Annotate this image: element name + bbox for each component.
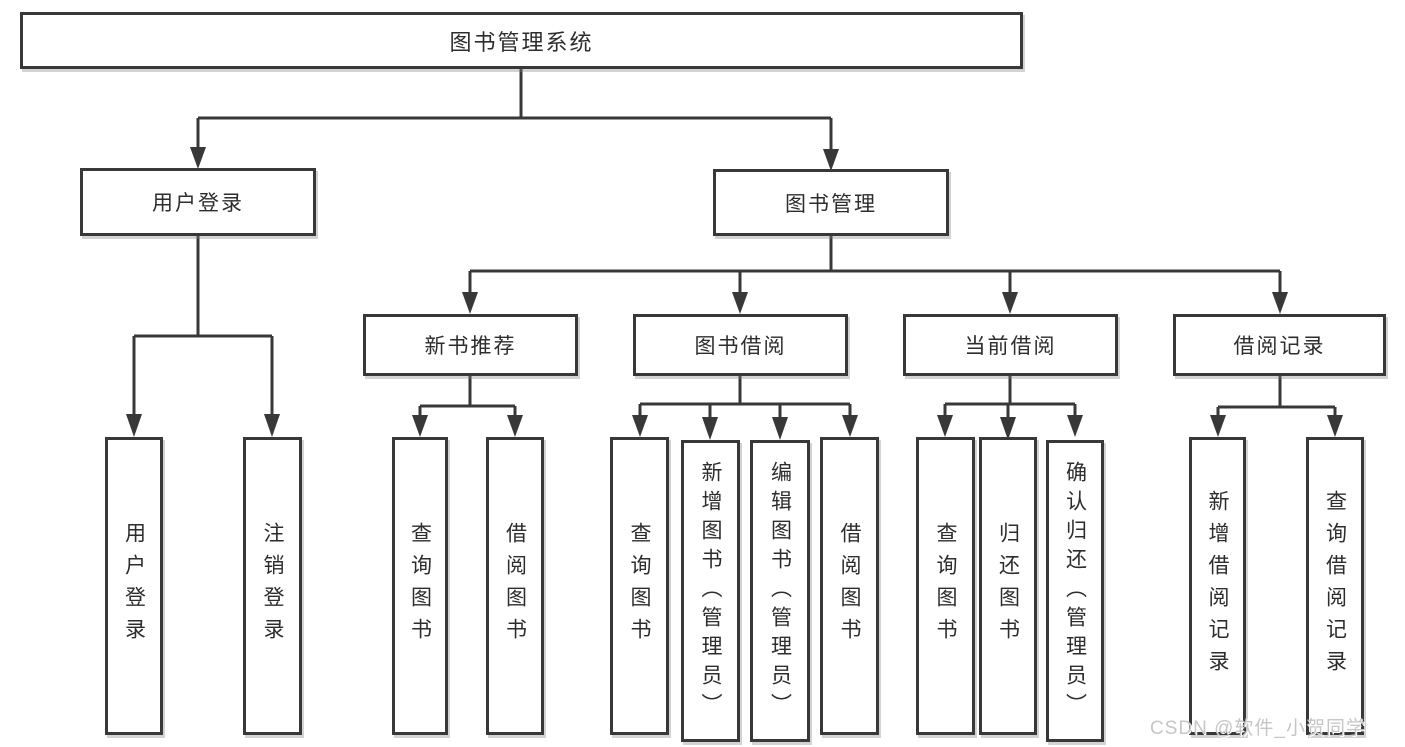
leaf-label: 注销登录 bbox=[261, 522, 284, 650]
leaf-label: 借阅图书 bbox=[503, 522, 527, 650]
node-new-book-recommend: 新书推荐 bbox=[363, 314, 578, 376]
leaf-borrow-edit-book-admin: 编辑图书（管理员） bbox=[750, 440, 810, 742]
node-label: 新书推荐 bbox=[424, 335, 517, 358]
leaf-borrow-borrow-book: 借阅图书 bbox=[820, 437, 879, 735]
leaf-label: 归还图书 bbox=[996, 522, 1020, 650]
node-label: 图书管理 bbox=[785, 192, 877, 216]
leaf-label: 编辑图书（管理员） bbox=[768, 460, 792, 722]
leaf-user-login: 用户登录 bbox=[105, 437, 163, 735]
leaf-logout: 注销登录 bbox=[243, 437, 302, 735]
node-book-borrow: 图书借阅 bbox=[633, 314, 848, 376]
csdn-watermark: CSDN @软件_小贺同学 bbox=[1150, 718, 1366, 739]
node-label: 用户登录 bbox=[152, 192, 244, 215]
node-label: 图书借阅 bbox=[694, 335, 787, 358]
leaf-current-query-book: 查询图书 bbox=[916, 437, 975, 735]
node-current-borrow: 当前借阅 bbox=[903, 314, 1118, 376]
leaf-label: 新增图书（管理员） bbox=[699, 460, 722, 722]
leaf-current-confirm-return-admin: 确认归还（管理员） bbox=[1046, 440, 1104, 742]
leaf-label: 用户登录 bbox=[122, 522, 146, 650]
node-book-management: 图书管理 bbox=[713, 169, 949, 236]
node-borrow-records: 借阅记录 bbox=[1173, 314, 1386, 376]
leaf-label: 借阅图书 bbox=[838, 522, 861, 650]
leaf-label: 新增借阅记录 bbox=[1206, 490, 1229, 682]
leaf-current-return-book: 归还图书 bbox=[979, 437, 1037, 735]
leaf-recommend-query-book: 查询图书 bbox=[392, 437, 448, 735]
node-label: 借阅记录 bbox=[1233, 335, 1326, 358]
leaf-label: 查询借阅记录 bbox=[1323, 490, 1347, 682]
leaf-borrow-query-book: 查询图书 bbox=[610, 437, 669, 735]
arrowheads bbox=[126, 147, 1343, 440]
leaf-borrow-add-book-admin: 新增图书（管理员） bbox=[681, 440, 740, 742]
leaf-label: 确认归还（管理员） bbox=[1063, 460, 1087, 722]
leaf-label: 查询图书 bbox=[628, 522, 651, 650]
leaf-recommend-borrow-book: 借阅图书 bbox=[486, 437, 544, 735]
leaf-label: 查询图书 bbox=[934, 522, 957, 650]
leaf-records-add-record: 新增借阅记录 bbox=[1189, 437, 1246, 735]
connector-strokes bbox=[132, 69, 1337, 419]
leaf-label: 查询图书 bbox=[408, 522, 432, 650]
node-label: 当前借阅 bbox=[964, 335, 1057, 358]
node-library-management-system: 图书管理系统 bbox=[20, 12, 1023, 69]
node-user-login: 用户登录 bbox=[80, 168, 316, 236]
leaf-records-query-record: 查询借阅记录 bbox=[1306, 437, 1364, 735]
node-label: 图书管理系统 bbox=[449, 29, 594, 55]
